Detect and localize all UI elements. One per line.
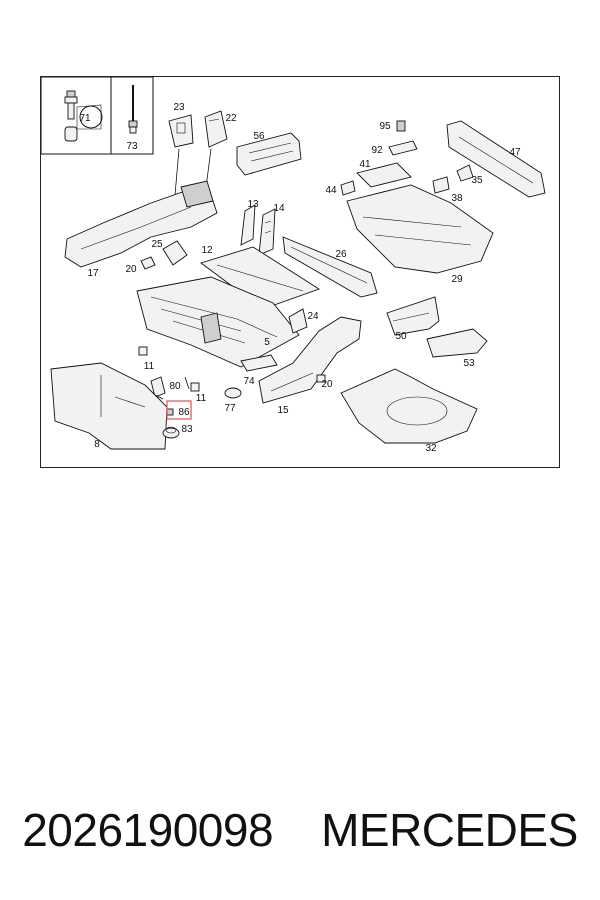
callout-13: 13: [247, 199, 259, 210]
brand-name: MERCEDES: [321, 804, 578, 856]
callout-24: 24: [307, 311, 319, 322]
part-23-bracket: [168, 114, 194, 148]
callout-5: 5: [264, 337, 270, 348]
callout-73: 73: [126, 141, 138, 152]
part-50-panel: [386, 296, 440, 336]
part-17-front-rail: [64, 180, 218, 268]
part-92-bracket: [388, 140, 418, 156]
part-74-plate: [240, 354, 278, 372]
part-25-bracket: [162, 240, 188, 266]
callout-20-right: 20: [321, 379, 333, 390]
callout-20-left: 20: [125, 264, 137, 275]
part-11-clip-b: [190, 382, 200, 392]
highlight-box-86: [166, 400, 192, 420]
callout-35: 35: [471, 175, 483, 186]
callout-83: 83: [181, 424, 193, 435]
callout-29: 29: [451, 274, 463, 285]
part-71-fastener: [64, 90, 103, 142]
callout-77: 77: [224, 403, 236, 414]
part-35-bracket: [456, 164, 474, 182]
arrow-23: [174, 148, 180, 196]
part-26-sill: [282, 236, 378, 298]
callout-11-b: 11: [196, 393, 207, 404]
part-73-bolt: [128, 85, 138, 134]
callout-86: 86: [178, 407, 190, 418]
part-32-wheel-well: [340, 368, 478, 444]
callout-23: 23: [173, 102, 185, 113]
part-86-clip: [166, 408, 174, 416]
callout-8: 8: [94, 439, 100, 450]
part-44-clip: [340, 180, 356, 196]
inset-box-73: [110, 77, 154, 155]
callout-38: 38: [451, 193, 463, 204]
part-24-bracket: [288, 308, 308, 334]
callout-71: 71: [79, 113, 91, 124]
exploded-view-illustration: 71 73 23 22 56 95 92 41 47 44 35 38 13 1…: [41, 77, 546, 454]
part-83-grommet: [162, 426, 180, 439]
part-29-rear-floor: [346, 184, 494, 274]
callout-53: 53: [463, 358, 475, 369]
part-20-clip-right: [316, 374, 326, 383]
part-20-clip-left: [140, 256, 156, 270]
part-53-panel: [426, 328, 488, 358]
callout-12: 12: [201, 245, 213, 256]
callout-50: 50: [395, 331, 407, 342]
part-95-bolt: [396, 120, 406, 132]
part-38-bracket: [432, 176, 450, 194]
callout-41: 41: [359, 159, 371, 170]
leader-11b: [184, 376, 190, 390]
callout-26: 26: [335, 249, 347, 260]
part-number: 2026190098: [22, 804, 274, 856]
callout-11-a: 11: [144, 361, 155, 372]
part-5-floor-pan: [136, 276, 300, 368]
callout-32: 32: [425, 443, 437, 454]
callout-44: 44: [325, 185, 337, 196]
callout-15: 15: [277, 405, 289, 416]
callout-92: 92: [371, 145, 383, 156]
part-caption: 2026190098 MERCEDES: [0, 800, 600, 860]
callout-25: 25: [151, 239, 163, 250]
part-77-grommet: [224, 387, 242, 399]
part-8-rear-panel: [50, 362, 168, 450]
leader-80: [154, 394, 164, 400]
part-15-rocker: [258, 316, 362, 404]
callout-95: 95: [379, 121, 391, 132]
callout-14: 14: [273, 203, 285, 214]
callout-56: 56: [253, 131, 265, 142]
part-14-pillar: [258, 208, 276, 256]
parts-diagram: 71 73 23 22 56 95 92 41 47 44 35 38 13 1…: [40, 76, 560, 468]
callout-74: 74: [243, 376, 255, 387]
part-41-tray: [356, 162, 412, 188]
part-13-pillar: [240, 204, 256, 246]
part-11-clip-a: [138, 346, 148, 356]
callout-47: 47: [509, 147, 521, 158]
part-22-bracket: [204, 110, 228, 148]
callout-17: 17: [87, 268, 99, 279]
part-80-bracket: [150, 376, 166, 398]
part-47-crossmember: [446, 120, 546, 198]
callout-80: 80: [169, 381, 181, 392]
callout-22: 22: [225, 113, 237, 124]
part-56-panel: [236, 132, 302, 176]
